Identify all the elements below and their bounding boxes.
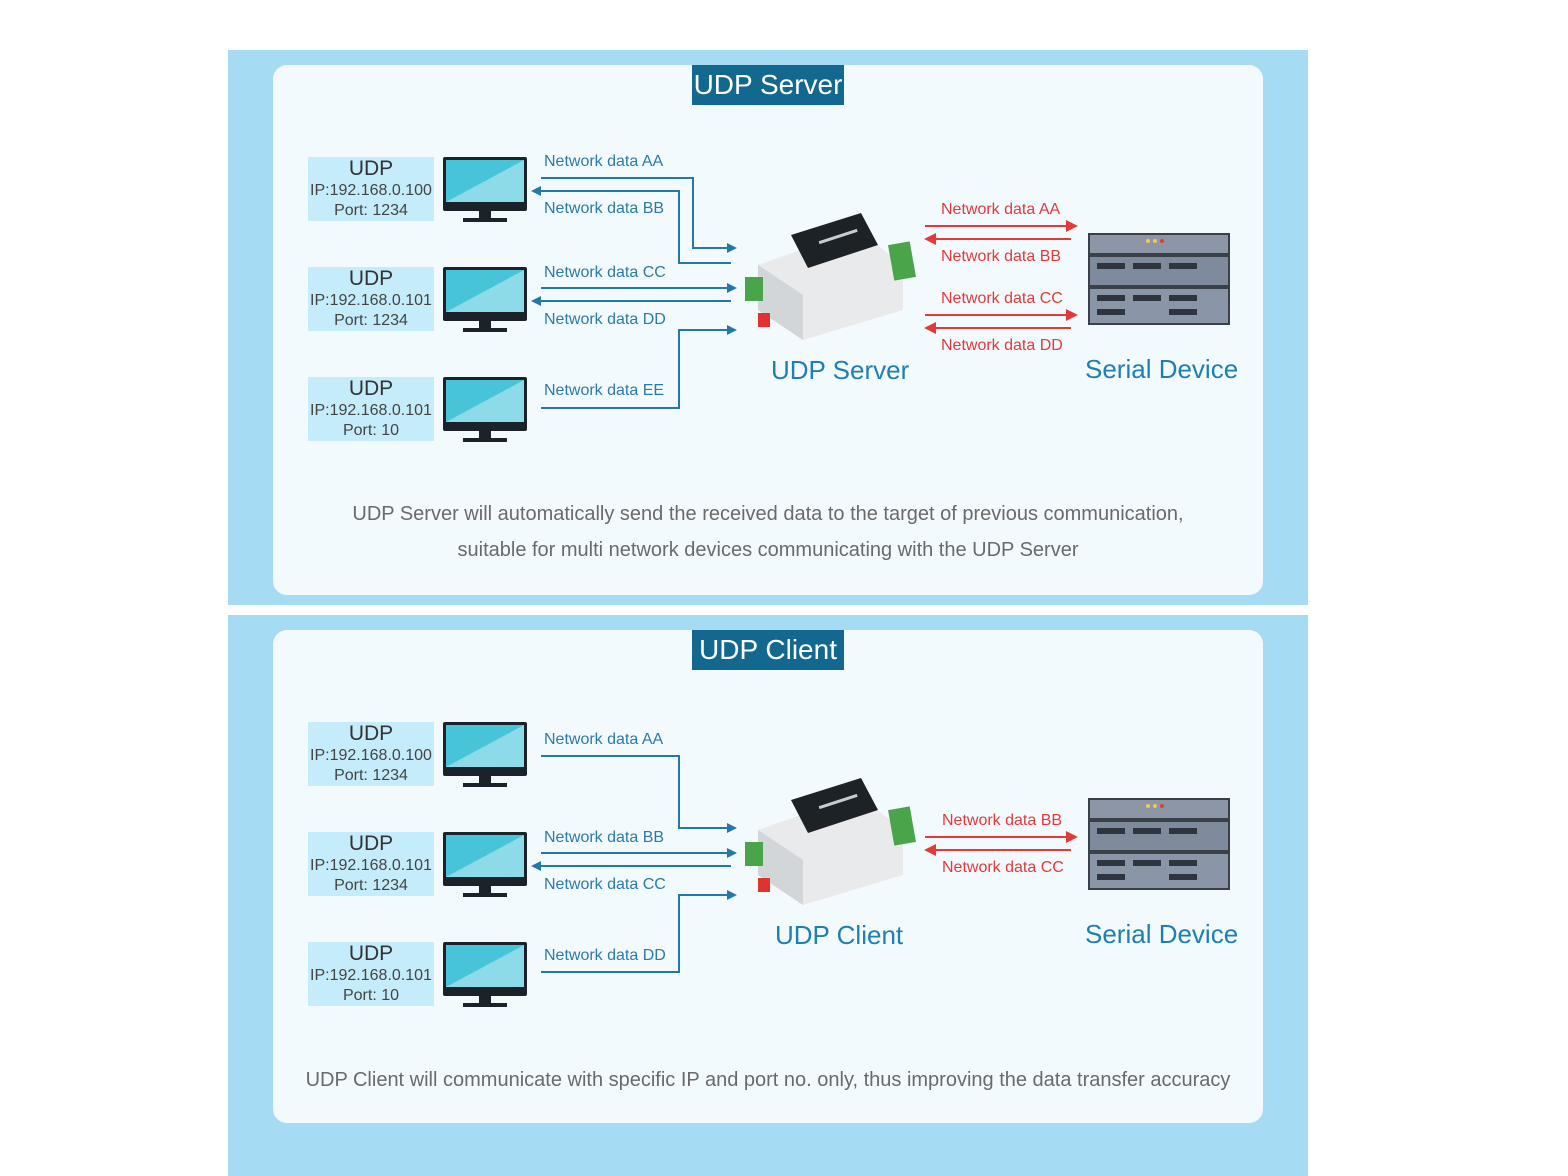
udp-server-card: UDP Server — [273, 65, 1263, 595]
description-line-2: suitable for multi network devices commu… — [457, 539, 1079, 561]
line-aa — [541, 755, 737, 833]
monitor-icon — [443, 377, 527, 442]
device-label: UDP Server — [771, 355, 910, 385]
device-label: UDP Client — [775, 920, 904, 950]
udp-host-2: UDP IP:192.168.0.101 Port: 1234 — [308, 267, 434, 331]
monitor-icon — [443, 267, 527, 332]
udp-host-2: UDP IP:192.168.0.101 Port: 1234 — [308, 832, 434, 896]
server-rack-icon — [1088, 798, 1230, 890]
panel-title: UDP Server — [692, 65, 844, 105]
panel-title: UDP Client — [692, 630, 844, 670]
label-network-data-aa: Network data AA — [544, 731, 664, 748]
line-dd — [541, 890, 737, 973]
red-label-aa: Network data AA — [941, 201, 1061, 218]
red-label-cc: Network data CC — [941, 290, 1063, 307]
red-label-cc: Network data CC — [942, 859, 1064, 876]
monitor-icon — [443, 722, 527, 787]
serial-server-device-icon — [745, 213, 916, 340]
label-network-data-ee: Network data EE — [544, 382, 665, 399]
red-label-bb: Network data BB — [942, 812, 1063, 829]
label-network-data-aa: Network data AA — [544, 153, 664, 170]
serial-device-label: Serial Device — [1085, 354, 1239, 384]
line-bb — [531, 186, 731, 264]
label-network-data-bb: Network data BB — [544, 200, 665, 217]
udp-host-1: UDP IP:192.168.0.100 Port: 1234 — [308, 157, 434, 221]
monitor-icon — [443, 942, 527, 1007]
server-rack-icon — [1088, 233, 1230, 325]
label-network-data-dd: Network data DD — [544, 311, 666, 328]
label-network-data-cc: Network data CC — [544, 876, 666, 893]
description-line-1: UDP Server will automatically send the r… — [352, 503, 1184, 525]
label-network-data-dd: Network data DD — [544, 947, 666, 964]
label-network-data-bb: Network data BB — [544, 829, 665, 846]
udp-server-panel: UDP Server — [228, 50, 1308, 605]
serial-device-label: Serial Device — [1085, 919, 1239, 949]
label-network-data-cc: Network data CC — [544, 264, 666, 281]
udp-client-card: UDP Client — [273, 630, 1263, 1123]
description-line-1: UDP Client will communicate with specifi… — [305, 1069, 1231, 1091]
udp-host-1: UDP IP:192.168.0.100 Port: 1234 — [308, 722, 434, 786]
udp-client-panel: UDP Client — [228, 615, 1308, 1176]
monitor-icon — [443, 832, 527, 897]
server-connection-diagram — [443, 157, 1230, 442]
line-ee — [541, 325, 737, 409]
line-aa — [541, 177, 737, 253]
udp-host-3: UDP IP:192.168.0.101 Port: 10 — [308, 377, 434, 441]
serial-server-device-icon — [745, 778, 916, 905]
red-label-dd: Network data DD — [941, 337, 1063, 354]
client-connection-diagram — [443, 722, 1230, 1007]
monitor-icon — [443, 157, 527, 222]
red-label-bb: Network data BB — [941, 248, 1062, 265]
udp-host-3: UDP IP:192.168.0.101 Port: 10 — [308, 942, 434, 1006]
